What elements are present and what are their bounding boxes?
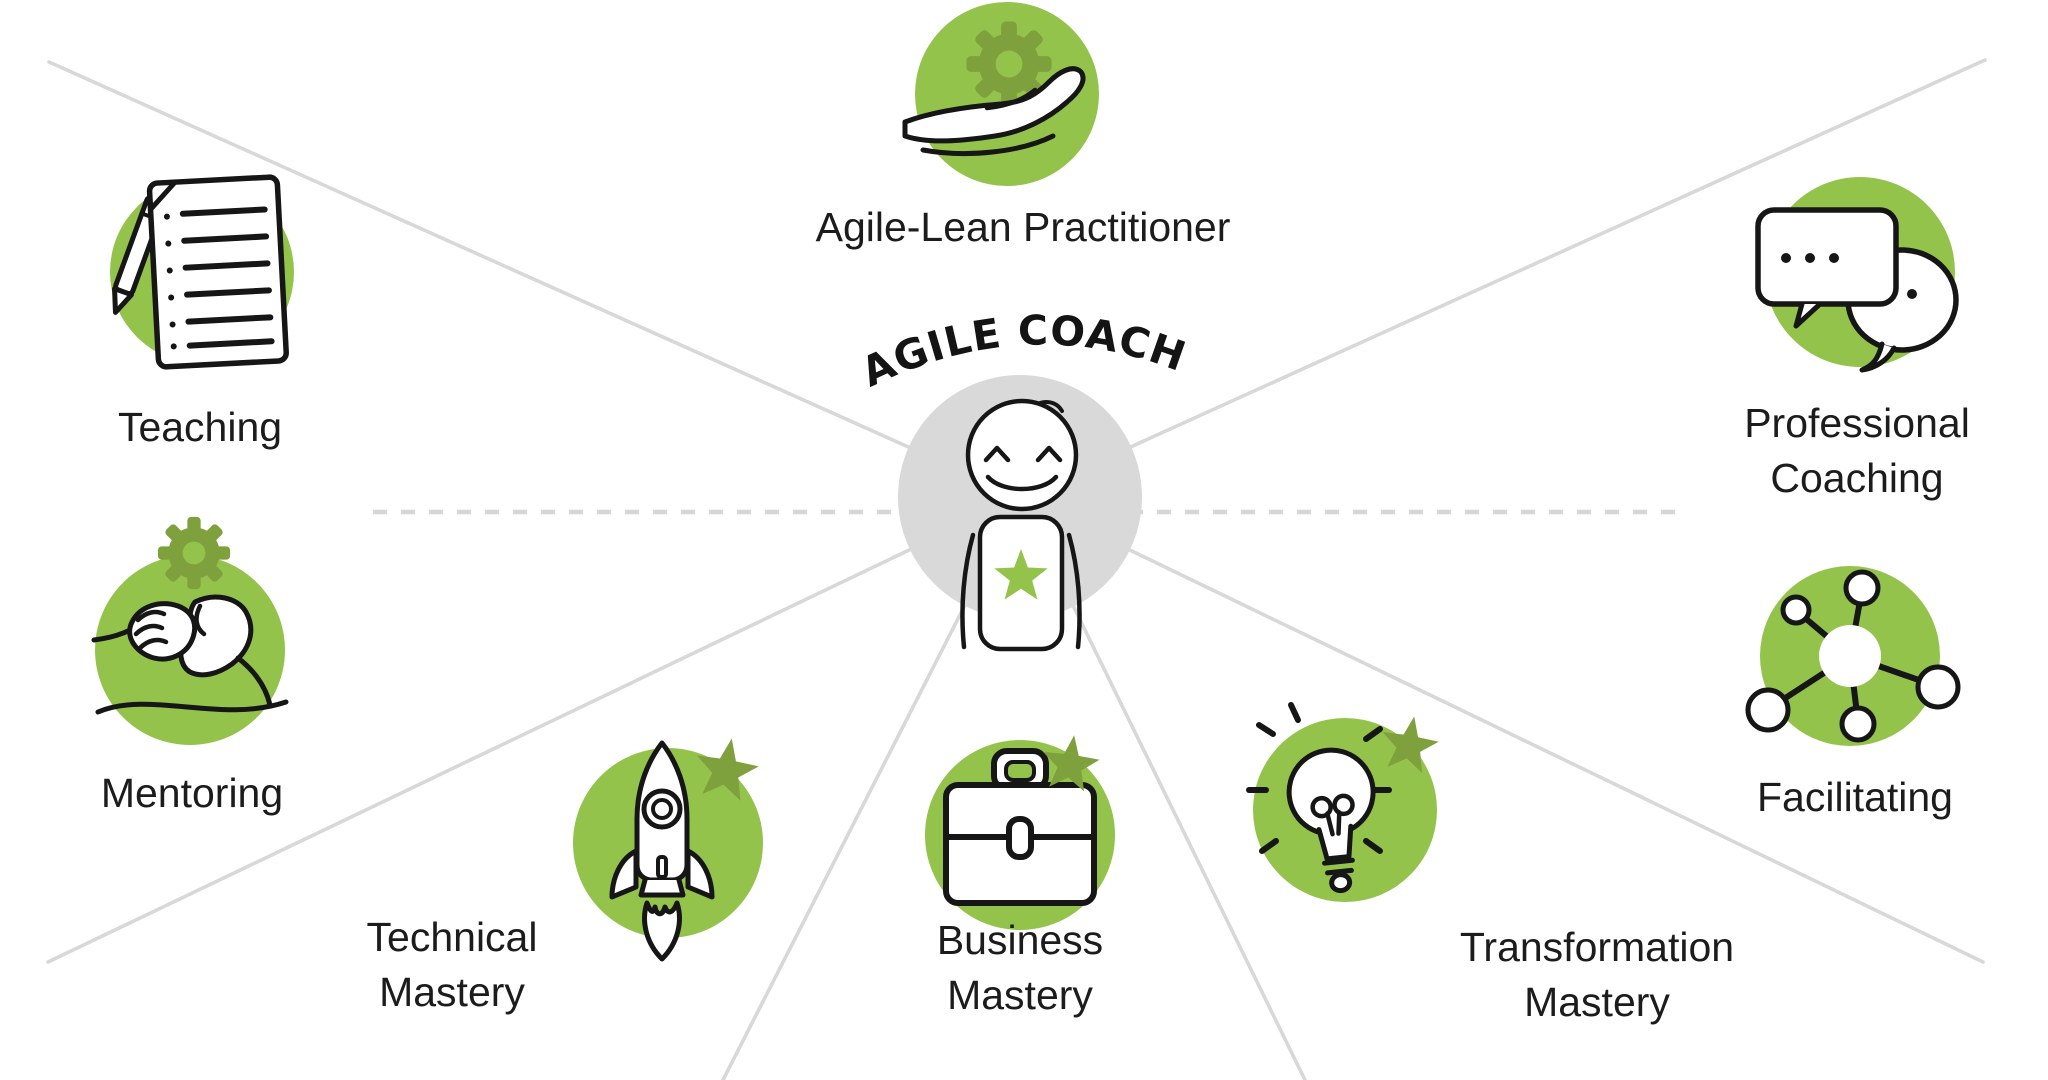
briefcase-star-icon (925, 735, 1115, 930)
hub-nodes (1745, 569, 1961, 743)
label-text: Mastery (947, 972, 1093, 1018)
rocket-star-icon (573, 738, 763, 962)
label-teaching: Teaching (118, 400, 282, 455)
connector-professional (1018, 58, 1987, 499)
network-hub-icon (1745, 566, 1961, 746)
center-title: AGILE COACH (854, 306, 1192, 396)
label-mentoring: Mentoring (101, 766, 283, 821)
label-text: Transformation (1459, 924, 1735, 970)
gear-icon (157, 516, 231, 590)
star-icon (696, 738, 759, 801)
agile-coach-center (898, 375, 1142, 652)
rocket-icon (609, 740, 715, 962)
briefcase-icon (943, 748, 1097, 906)
connector-mentoring (46, 495, 1022, 964)
label-transformation-mastery: Transformation Mastery (1460, 920, 1734, 1030)
label-business-mastery: Business Mastery (937, 913, 1103, 1023)
star-icon (1043, 735, 1100, 792)
label-facilitating: Facilitating (1757, 770, 1953, 825)
smiling-person-icon (960, 398, 1082, 652)
open-hand-icon (902, 66, 1086, 156)
gear-icon (966, 21, 1052, 107)
label-professional-coaching: Professional Coaching (1744, 396, 1970, 506)
connector-teaching (47, 60, 1022, 499)
center-title-text: AGILE COACH (854, 306, 1192, 396)
label-text: Coaching (1770, 455, 1944, 501)
gear-in-hand-icon (902, 2, 1099, 186)
lightbulb-star-icon (1246, 702, 1439, 902)
label-text: Mastery (379, 969, 525, 1015)
lightbulb-icon (1246, 702, 1392, 894)
star-icon (1382, 716, 1439, 773)
handshake-gear-icon (91, 516, 289, 745)
paper-pencil-icon (110, 174, 294, 370)
label-agile-lean-practitioner: Agile-Lean Practitioner (816, 200, 1231, 255)
connector-facilitating (1018, 495, 1985, 964)
speech-bubbles-icon (1755, 177, 1959, 373)
paper-icon (146, 174, 289, 370)
label-text: Business (936, 917, 1104, 963)
speech-bubble-rect (1755, 207, 1899, 329)
label-text: Teaching (117, 404, 283, 450)
handshake-icon (91, 594, 289, 715)
label-text: Professional (1744, 400, 1970, 446)
label-text: Facilitating (1757, 774, 1953, 820)
label-text: Mastery (1524, 979, 1670, 1025)
label-text: Technical (366, 914, 538, 960)
star-icon (994, 549, 1048, 600)
label-text: Agile-Lean Practitioner (815, 204, 1231, 250)
hub-center (1819, 625, 1881, 687)
label-technical-mastery: Technical Mastery (367, 910, 538, 1020)
label-text: Mentoring (100, 770, 284, 816)
